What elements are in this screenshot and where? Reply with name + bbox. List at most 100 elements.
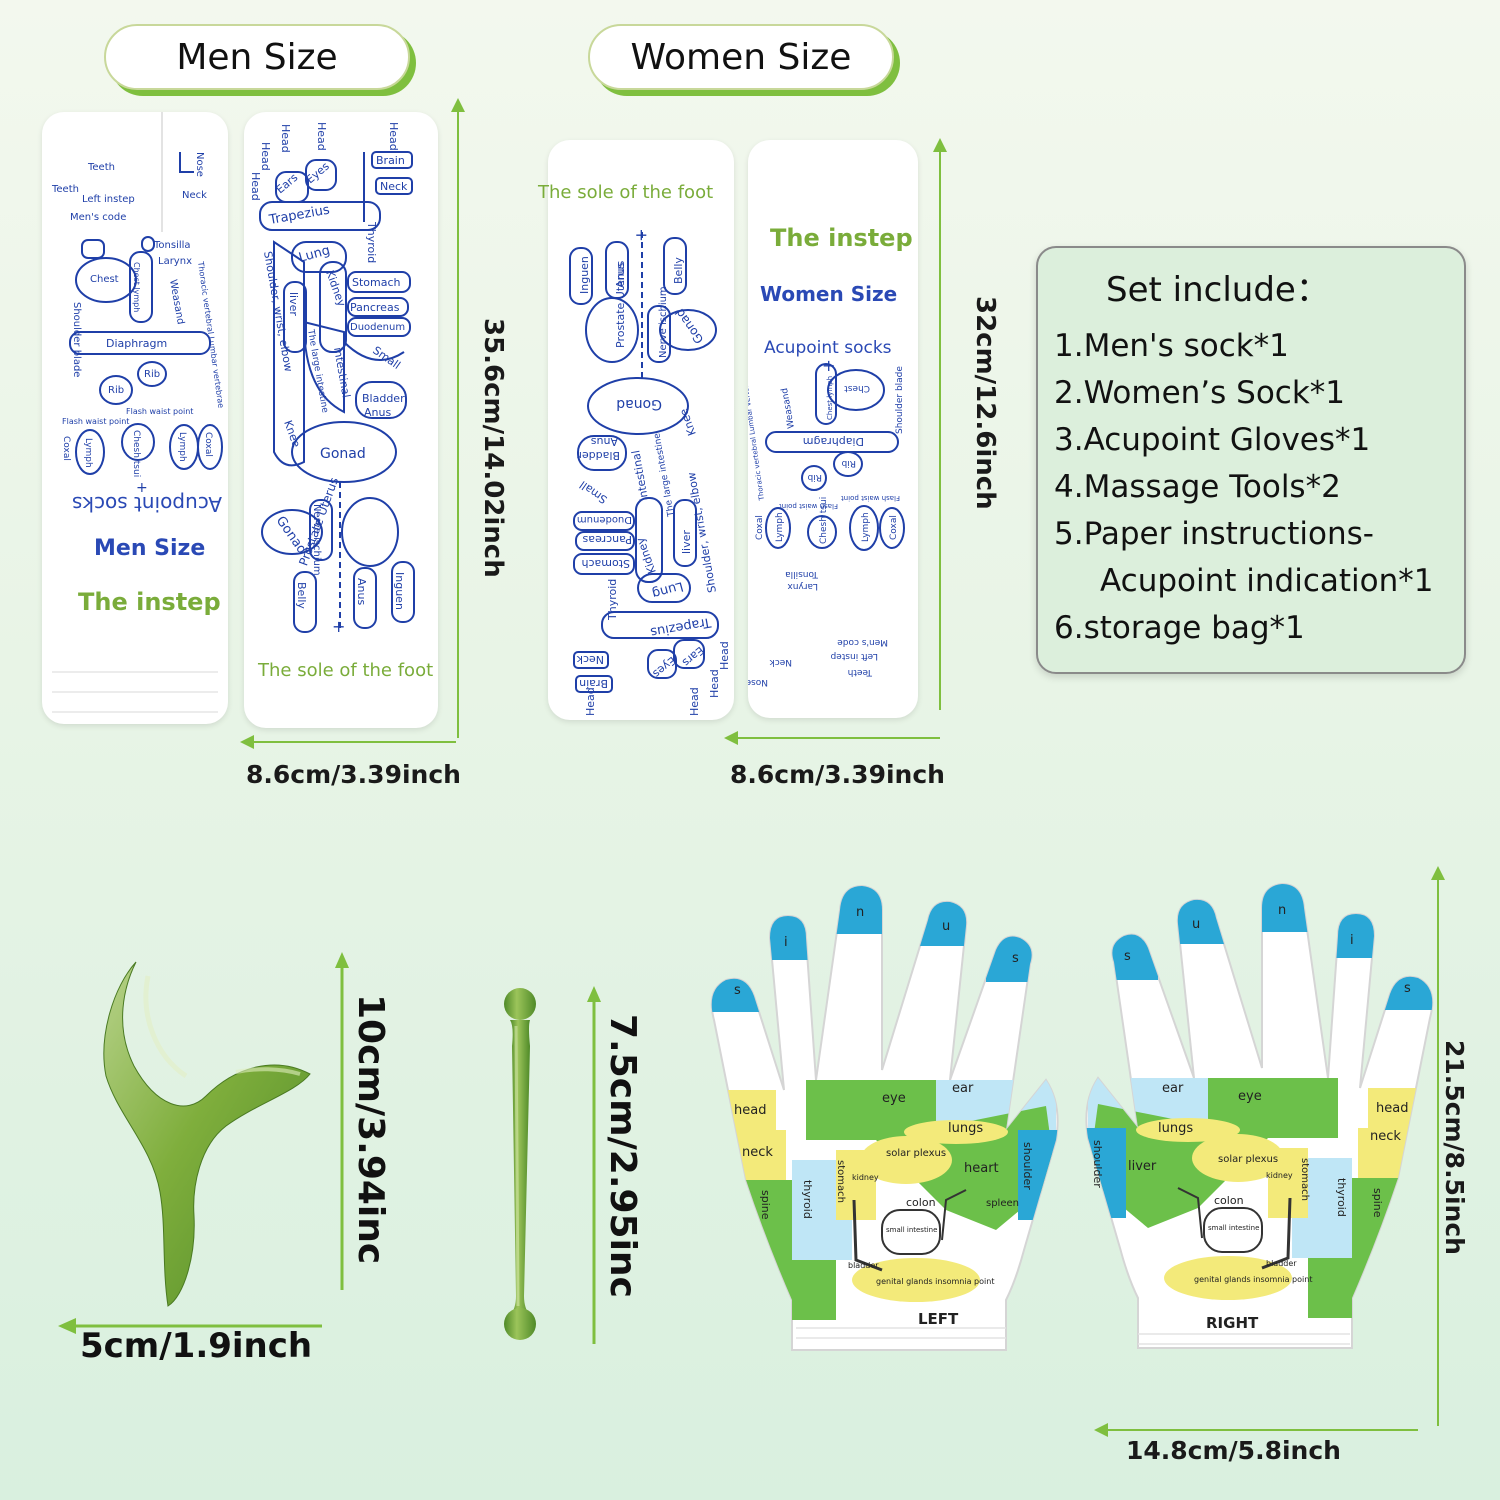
right-finger-letter-4: i: [1350, 933, 1354, 948]
women-instep-diagram: Coxal Lymph Chesh tsui Lymph Coxal Flash…: [748, 363, 905, 687]
right-zone-thyroid: thyroid: [1335, 1178, 1348, 1217]
women-sole-label-large-intestine: The large intestine: [652, 432, 677, 518]
left-finger-letter-4: s: [1012, 951, 1019, 966]
right-zone-eye: eye: [1238, 1089, 1262, 1104]
women-instep-label-flash-2: Flash waist point: [779, 502, 838, 510]
women-instep-word: The instep: [770, 224, 913, 252]
women-sole-label-pancreas: Pancreas: [582, 533, 632, 546]
women-size-header-label: Women Size: [630, 36, 852, 78]
men-instep-label-diaphragm: Diaphragm: [106, 337, 167, 350]
women-instep-label-lymph-1: Lymph: [861, 512, 871, 542]
women-instep-label-rib-2: Rib: [807, 472, 822, 482]
women-size-word: Women Size: [760, 282, 898, 306]
men-instep-label-tonsilla: Tonsilla: [153, 240, 191, 251]
men-size-header: Men Size: [104, 24, 410, 90]
men-sole-label-head-4: Head: [315, 122, 328, 151]
men-instep-label-rib-1: Rib: [108, 385, 124, 396]
right-zone-solar-plexus: solar plexus: [1218, 1154, 1278, 1165]
men-sole-label-stomach: Stomach: [352, 276, 401, 289]
men-sole-label-nerve: Nerve ischium: [311, 504, 322, 576]
right-zone-lungs: lungs: [1158, 1121, 1193, 1136]
women-instep-label-tonsilla: Tonsilla: [785, 569, 819, 579]
men-instep-label-coxal-2: Coxal: [203, 432, 213, 457]
men-sole-plus: +: [332, 617, 345, 636]
glove-height-arrow: [1431, 866, 1445, 1426]
set-item-2: 2.Women’s Sock*1: [1054, 375, 1346, 411]
men-sole-label-intestinal: intestinal: [331, 346, 353, 398]
men-size-word: Men Size: [94, 536, 206, 561]
men-height-dim: 35.6cm/14.02inch: [478, 318, 508, 578]
set-item-5: 5.Paper instructions-: [1054, 516, 1374, 552]
men-instep-label-neck: Neck: [182, 190, 207, 201]
women-sole-label-trapezius: Trapezius: [649, 614, 713, 640]
glove-height-dim: 21.5cm/8.5inch: [1440, 1040, 1469, 1255]
women-sole-label-intestinal: intestinal: [629, 449, 651, 501]
men-instep-label-teeth-1: Teeth: [87, 162, 115, 173]
men-instep-label-nose: Nose: [194, 152, 205, 177]
men-instep-label-coxal-1: Coxal: [61, 436, 71, 461]
set-item-1: 1.Men's sock*1: [1054, 328, 1289, 364]
women-width-dim: 8.6cm/3.39inch: [730, 760, 945, 789]
women-sole-label-head-3: Head: [718, 641, 731, 670]
men-instep-word: The instep: [78, 588, 221, 616]
men-instep-label-flash-1: Flash waist point: [62, 417, 129, 426]
set-include-box: Set include： 1.Men's sock*1 2.Women’s So…: [1036, 246, 1466, 674]
men-acupoint-socks-word: Acupoint socks: [72, 492, 223, 516]
triangle-height-arrow: [335, 952, 349, 1290]
men-size-header-label: Men Size: [176, 36, 338, 78]
men-instep-label-vertebral: Thoracic vertebral Lumbar vertebrae: [196, 260, 226, 409]
right-finger-letter-2: u: [1192, 917, 1200, 932]
right-zone-shoulder: shoulder: [1091, 1140, 1104, 1188]
men-sole-label-pancreas: Pancreas: [350, 301, 400, 314]
women-sole-label-anus-2: Anus: [591, 435, 618, 448]
set-item-5-continued: Acupoint indication*1: [1100, 563, 1434, 599]
women-sock-sole: Inguen Anus Belly Prostate Uterus Nerve …: [538, 140, 734, 720]
left-zone-shoulder: shoulder: [1021, 1142, 1034, 1190]
women-sole-label-gonad-2: Gonad: [616, 396, 662, 412]
women-sole-label-head-4: Head: [584, 687, 597, 716]
women-sole-label-head-1: Head: [688, 687, 701, 716]
men-sole-label-large-intestine: The large intestine: [305, 328, 330, 414]
men-instep-label-chest-lymph: Chest lymph: [132, 262, 141, 312]
stick-height-arrow: [587, 986, 601, 1344]
women-sole-label-ears: Ears: [680, 644, 707, 670]
left-hand-label: LEFT: [918, 1310, 959, 1328]
left-finger-letter-2: n: [856, 905, 864, 920]
women-sole-label-neck: Neck: [576, 653, 604, 666]
men-instep-label-larynx: Larynx: [158, 256, 192, 267]
men-sock-instep: Teeth Teeth Left instep Men's code Nose …: [42, 112, 228, 724]
women-instep-label-lymph-2: Lymph: [775, 512, 785, 542]
set-include-title: Set include：: [1106, 270, 1330, 310]
stick-height-dim: 7.5cm/2.95inc: [602, 1014, 643, 1298]
women-instep-label-nose: Nose: [748, 677, 768, 687]
women-size-header: Women Size: [588, 24, 894, 90]
women-width-arrow: [724, 731, 940, 745]
men-sole-label-neck: Neck: [380, 180, 408, 193]
left-zone-lungs: lungs: [948, 1121, 983, 1136]
left-zone-small-intestine: small intestine: [886, 1226, 937, 1234]
right-hand-label: RIGHT: [1206, 1314, 1259, 1332]
triangle-height-dim: 10cm/3.94inc: [350, 994, 391, 1265]
left-zone-solar-plexus: solar plexus: [886, 1148, 946, 1159]
right-finger-letter-1: s: [1124, 949, 1131, 964]
women-instep-label-weasand: Weasand: [780, 387, 797, 429]
men-sole-label-duodenum: Duodenum: [350, 322, 405, 333]
women-sole-label-head-2: Head: [708, 669, 721, 698]
left-zone-spine: spine: [759, 1190, 772, 1220]
right-zone-head: head: [1376, 1101, 1408, 1116]
right-zone-stomach: stomach: [1299, 1158, 1310, 1201]
women-sole-label-stomach: Stomach: [581, 557, 630, 570]
right-zone-genital: genital glands insomnia point: [1194, 1275, 1312, 1284]
triangle-width-dim: 5cm/1.9inch: [80, 1326, 313, 1366]
women-instep-label-larynx: Larynx: [787, 581, 818, 591]
right-zone-neck: neck: [1370, 1129, 1401, 1144]
left-zone-spleen: spleen: [986, 1198, 1019, 1209]
women-sole-label-nerve: Nerve ischium: [658, 286, 669, 358]
men-sole-label-anus: Anus: [364, 406, 391, 419]
women-height-arrow: [933, 138, 947, 710]
men-sock-sole: Head Head Head Head Head Brain Neck Ears…: [244, 112, 438, 728]
women-sole-label-belly: Belly: [672, 257, 685, 284]
left-zone-genital: genital glands insomnia point: [876, 1277, 994, 1286]
men-instep-label-rib-2: Rib: [144, 369, 160, 380]
women-sole-diagram: Inguen Anus Belly Prostate Uterus Nerve …: [569, 226, 731, 716]
